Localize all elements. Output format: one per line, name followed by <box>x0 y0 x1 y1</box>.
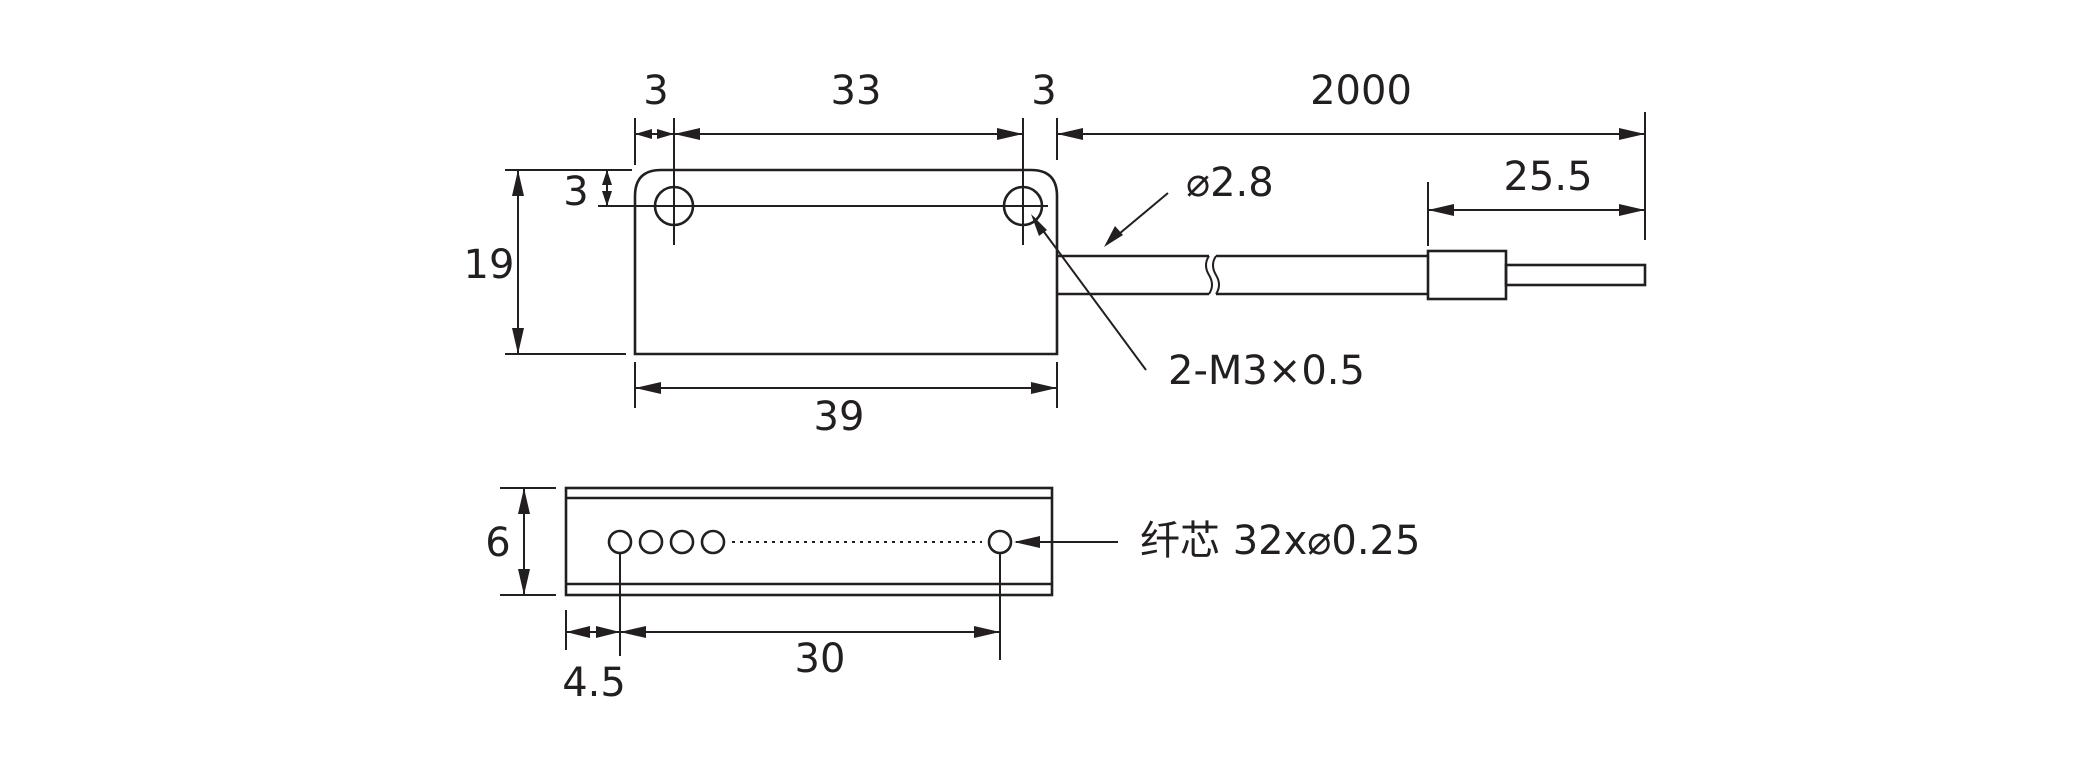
arrow <box>1014 536 1040 548</box>
dim-label-left-margin: 3 <box>643 68 668 114</box>
arrow <box>1057 128 1083 140</box>
arrow <box>1619 128 1645 140</box>
arrow <box>602 170 612 185</box>
arrow <box>602 191 612 206</box>
arrow <box>1104 226 1123 247</box>
arrow <box>566 626 590 638</box>
dim-label-hole-offset: 3 <box>563 169 588 215</box>
arrow <box>512 328 524 354</box>
dim-label-height: 19 <box>464 242 515 288</box>
arrow <box>657 129 674 139</box>
hole-callout-label: 2-M3×0.5 <box>1168 348 1365 394</box>
fiber-core-last <box>987 529 1013 555</box>
arrow <box>1031 382 1057 394</box>
arrow <box>620 626 646 638</box>
dim-label-fiber-span: 30 <box>795 636 846 682</box>
fiber-callout-label: 纤芯 32x⌀0.25 <box>1140 518 1420 564</box>
fiber-core <box>607 529 633 555</box>
arrow <box>596 626 620 638</box>
arrow <box>674 128 700 140</box>
fiber-tip <box>1504 263 1647 287</box>
dim-label-hole-spacing: 33 <box>831 68 882 114</box>
arrow <box>518 488 530 514</box>
fiber-core <box>700 529 726 555</box>
dim-label-first-fiber-offset: 4.5 <box>562 660 626 706</box>
fiber-core <box>638 529 664 555</box>
dim-label-cable-length: 2000 <box>1310 68 1412 114</box>
dim-label-body-width: 39 <box>814 394 865 440</box>
fiber-core <box>669 529 695 555</box>
dim-label-ferrule-length: 25.5 <box>1503 154 1592 200</box>
cable-break-mark-right <box>1212 255 1220 295</box>
top-view: 3 33 3 2000 3 19 ⌀2.8 25.5 <box>464 68 1647 440</box>
arrow <box>512 170 524 196</box>
sensor-body-outline <box>633 168 1059 356</box>
arrow <box>997 128 1023 140</box>
arrow <box>1619 204 1645 216</box>
ferrule <box>1426 249 1508 301</box>
dim-label-right-margin: 3 <box>1031 68 1056 114</box>
arrow <box>1428 204 1454 216</box>
arrow <box>635 129 652 139</box>
leader-hole-callout <box>1032 216 1147 371</box>
arrow <box>1031 214 1047 236</box>
dim-label-cable-diameter: ⌀2.8 <box>1186 160 1274 206</box>
front-view: 6 纤芯 32x⌀0.25 4.5 30 <box>485 486 1420 706</box>
arrow <box>518 569 530 595</box>
dim-label-thickness: 6 <box>485 520 510 566</box>
arrow <box>635 382 661 394</box>
arrow <box>974 626 1000 638</box>
cable-break-mark-left <box>1205 255 1213 295</box>
